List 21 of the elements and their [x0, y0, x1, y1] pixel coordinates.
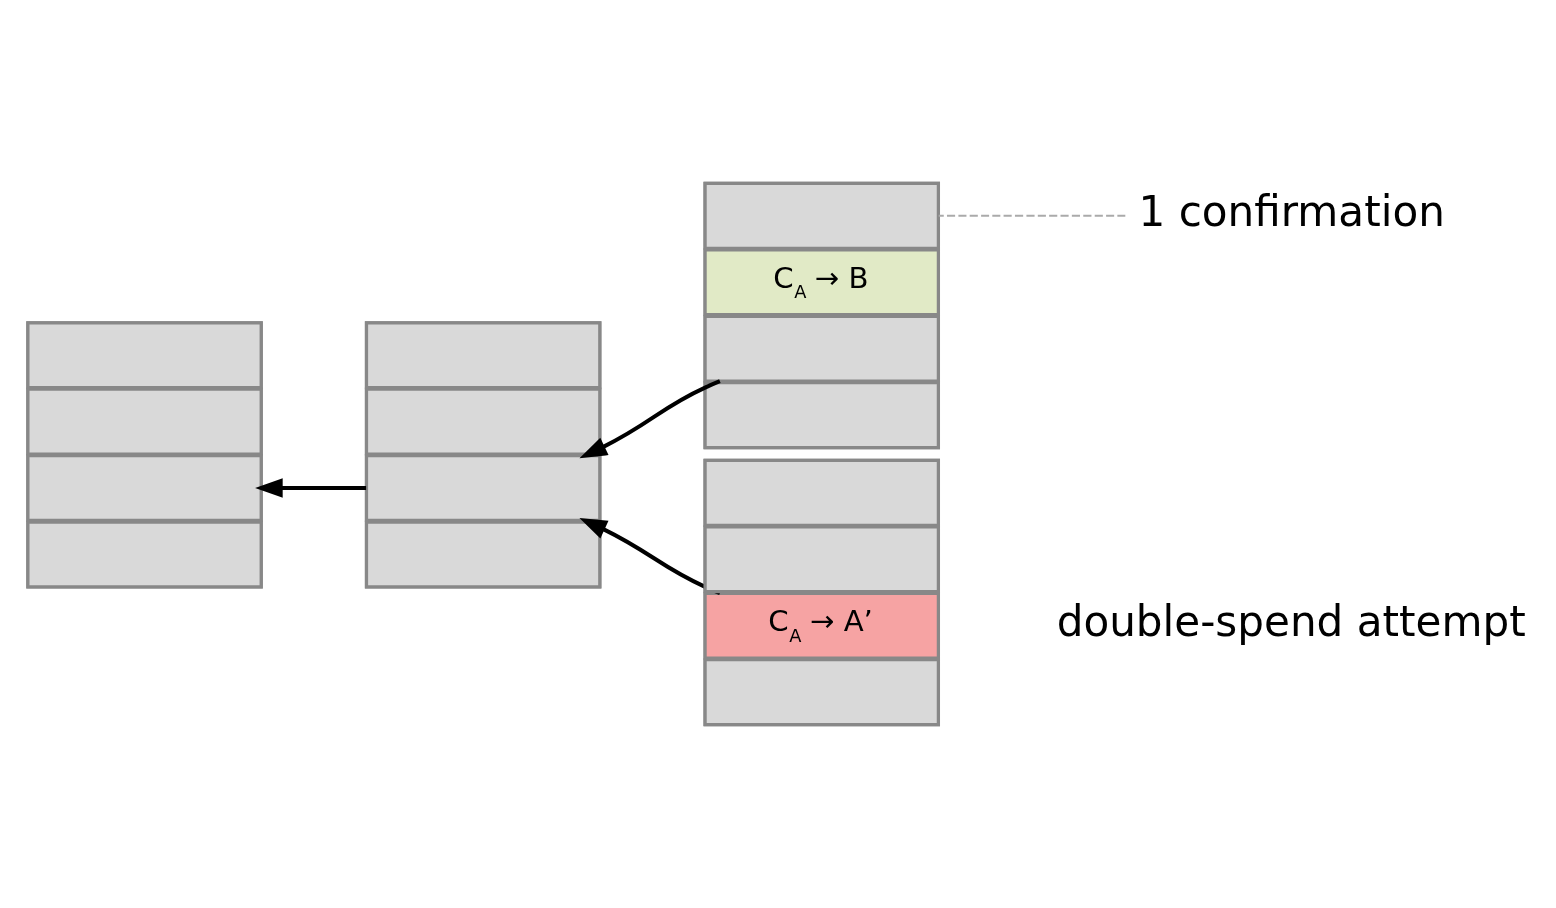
node-box: [364, 387, 602, 456]
node-box: [364, 321, 602, 390]
node-box: [703, 381, 940, 450]
node-box: [703, 181, 940, 250]
node-box: C$_{A}$ → A’: [703, 591, 940, 660]
node-box: [26, 387, 263, 456]
node-box: [703, 458, 940, 527]
connector: [937, 214, 1127, 217]
node-box: [26, 321, 263, 390]
node-box: [26, 520, 263, 589]
node-label: double-spend attempt: [1056, 596, 1526, 646]
arrow: [579, 379, 721, 459]
node-box: [703, 314, 940, 383]
node-text: 1 confirmation: [1138, 187, 1445, 237]
node-box: [364, 520, 602, 589]
node-box: [26, 454, 263, 523]
node-box: [364, 454, 602, 523]
node-box: [703, 525, 940, 594]
node-box: C$_{A}$ → B: [703, 248, 940, 317]
arrow: [255, 478, 367, 498]
node-box: [703, 658, 940, 727]
